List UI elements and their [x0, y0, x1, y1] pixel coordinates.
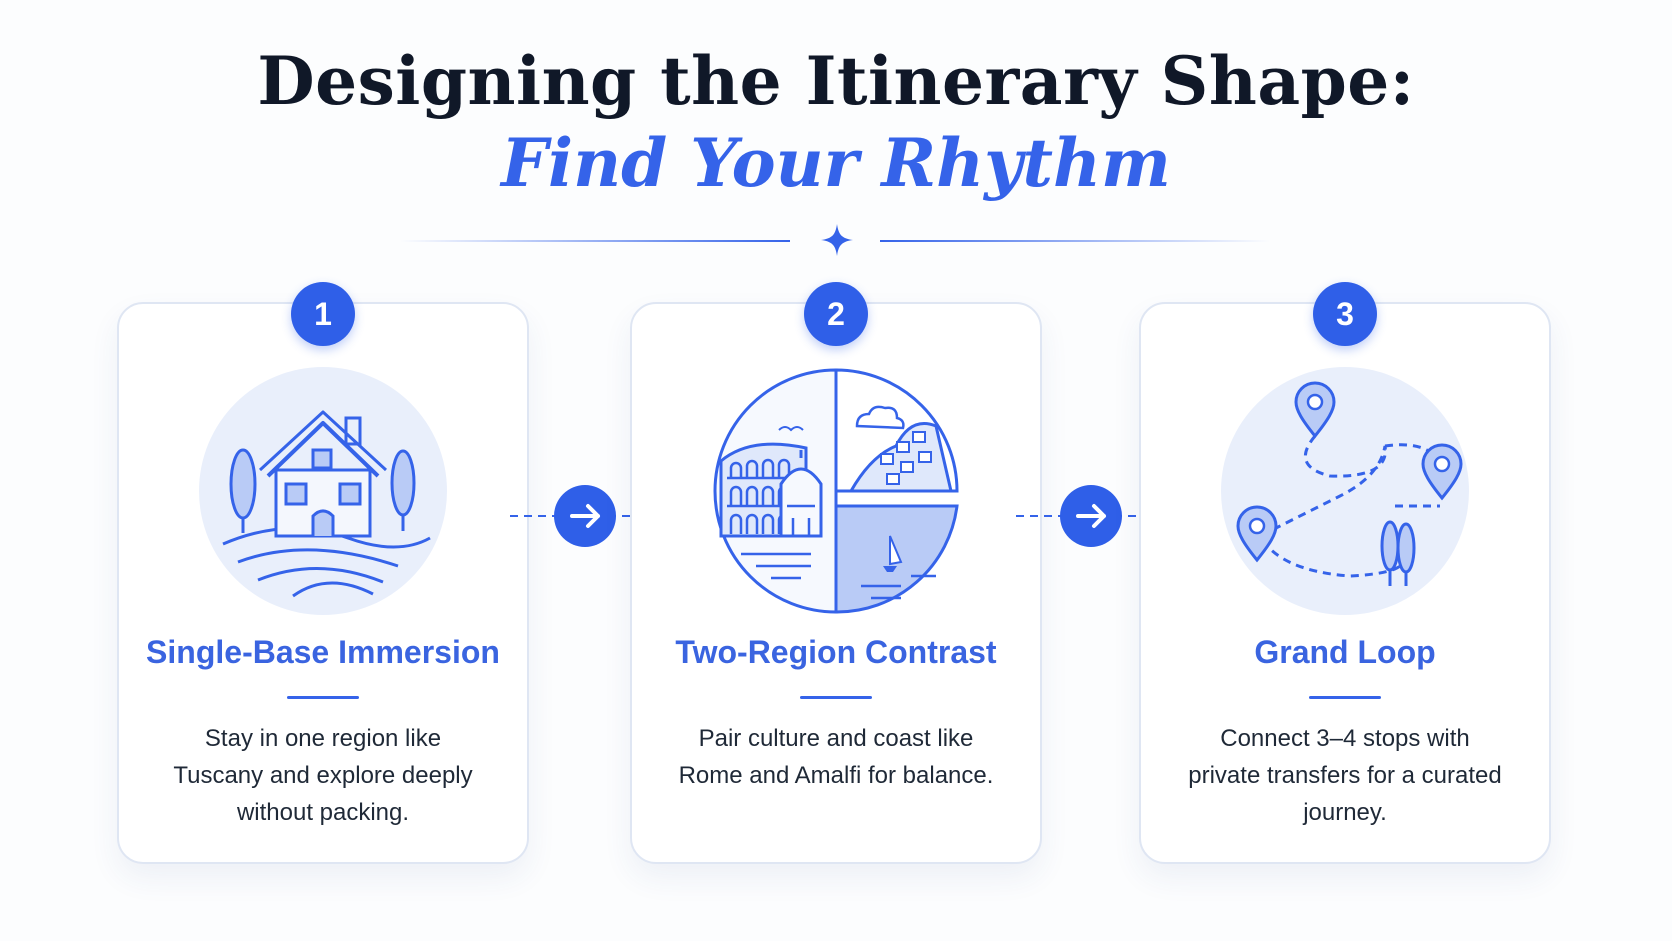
arrow-right-icon	[570, 504, 600, 528]
divider-left	[400, 240, 790, 242]
page-title: Designing the Itinerary Shape:	[257, 42, 1415, 120]
step-description: Pair culture and coast like Rome and Ama…	[678, 725, 994, 789]
map-route-pins-icon	[1221, 367, 1469, 615]
connector-arrow-1	[510, 485, 660, 547]
step-card-grand-loop: 3 Grand Loop Connect 3–4 stops with priv…	[1139, 282, 1551, 864]
arrow-right-icon	[1076, 504, 1106, 528]
step-description: Connect 3–4 stops with private transfers…	[1188, 725, 1502, 826]
step-title: Grand Loop	[1254, 634, 1436, 670]
step-card-single-base: 1 Single-Base Immersion Stay in one regi…	[117, 282, 529, 864]
title-underline	[287, 696, 359, 699]
step-card-two-region: 2 Two-Re	[630, 282, 1042, 864]
title-underline	[800, 696, 872, 699]
step-number-badge: 2	[804, 282, 868, 346]
step-title: Single-Base Immersion	[146, 634, 500, 670]
colosseum-coast-icon	[713, 368, 959, 614]
divider-right	[880, 240, 1270, 242]
title-underline	[1309, 696, 1381, 699]
page-subtitle: Find Your Rhythm	[501, 124, 1171, 202]
sparkle-icon	[821, 224, 853, 256]
connector-arrow-2	[1016, 485, 1166, 547]
step-number-badge: 3	[1313, 282, 1377, 346]
step-number-badge: 1	[291, 282, 355, 346]
house-countryside-icon	[199, 367, 447, 615]
step-title: Two-Region Contrast	[675, 634, 997, 670]
step-description: Stay in one region like Tuscany and expl…	[173, 725, 473, 826]
